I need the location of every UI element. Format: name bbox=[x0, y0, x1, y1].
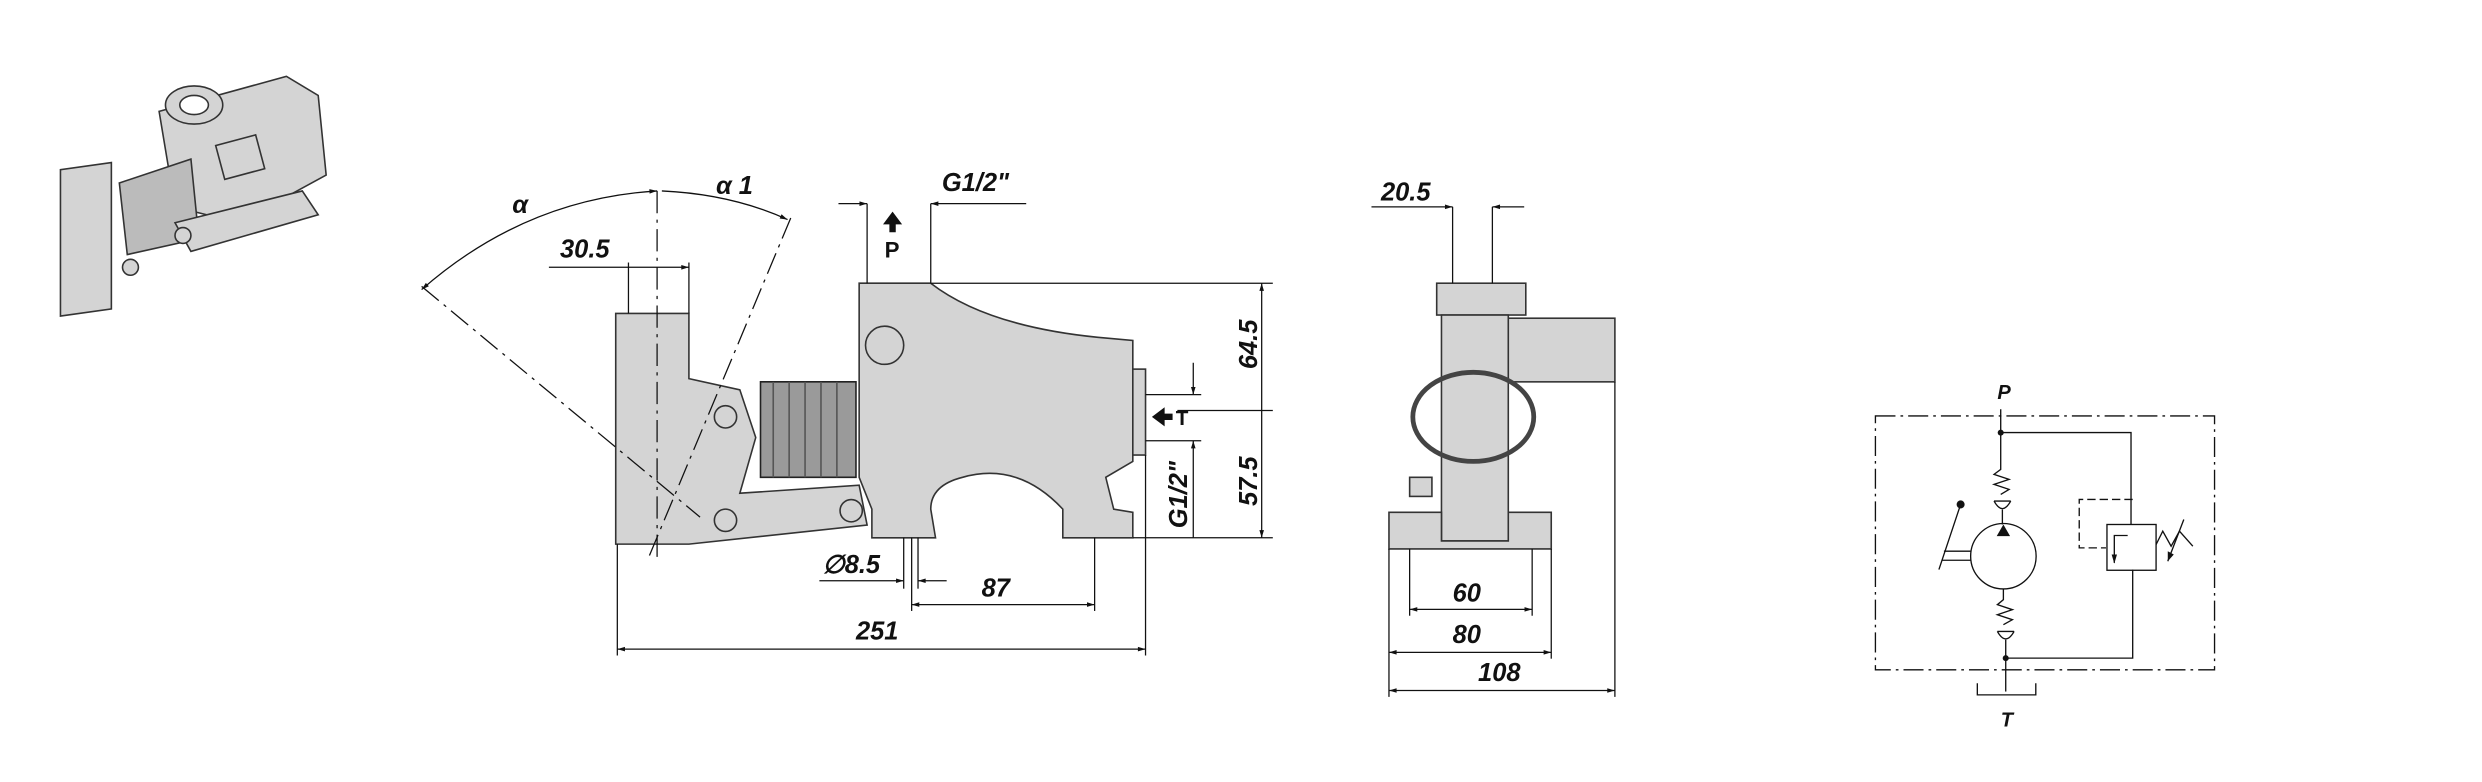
height-lower-label: 57.5 bbox=[1235, 456, 1263, 506]
port-width-label: 20.5 bbox=[1380, 178, 1431, 206]
angle-alpha-label: α bbox=[512, 191, 529, 219]
pump-3d-render bbox=[59, 75, 328, 317]
angle-alpha1-label: α 1 bbox=[716, 172, 753, 200]
arrow-left-icon bbox=[1151, 407, 1173, 427]
arrow-up-icon bbox=[883, 211, 903, 233]
base-outer-label: 80 bbox=[1453, 621, 1481, 649]
port-p-label: P bbox=[885, 238, 900, 263]
hole-diameter-label: ∅8.5 bbox=[823, 551, 881, 579]
overall-width-label: 108 bbox=[1478, 659, 1521, 687]
port-t-label: T bbox=[1176, 407, 1189, 430]
base-inner-label: 60 bbox=[1453, 579, 1481, 607]
lever-width-label: 30.5 bbox=[560, 236, 610, 264]
schematic-port-p: P bbox=[1997, 382, 2011, 404]
overall-length-label: 251 bbox=[855, 618, 898, 646]
height-upper-label: 64.5 bbox=[1235, 319, 1263, 369]
front-view: 20.5 60 80 108 bbox=[1371, 178, 1616, 697]
port-t-thread-label: G1/2" bbox=[1165, 460, 1193, 528]
side-view: α α 1 30.5 G1/2" P 64.5 57.5 T G1/2" ∅8.… bbox=[421, 169, 1273, 656]
port-p-thread-label: G1/2" bbox=[942, 169, 1010, 197]
schematic-port-t: T bbox=[2001, 710, 2015, 732]
hydraulic-schematic: P T bbox=[1874, 382, 2216, 732]
hole-spacing-label: 87 bbox=[982, 575, 1012, 603]
